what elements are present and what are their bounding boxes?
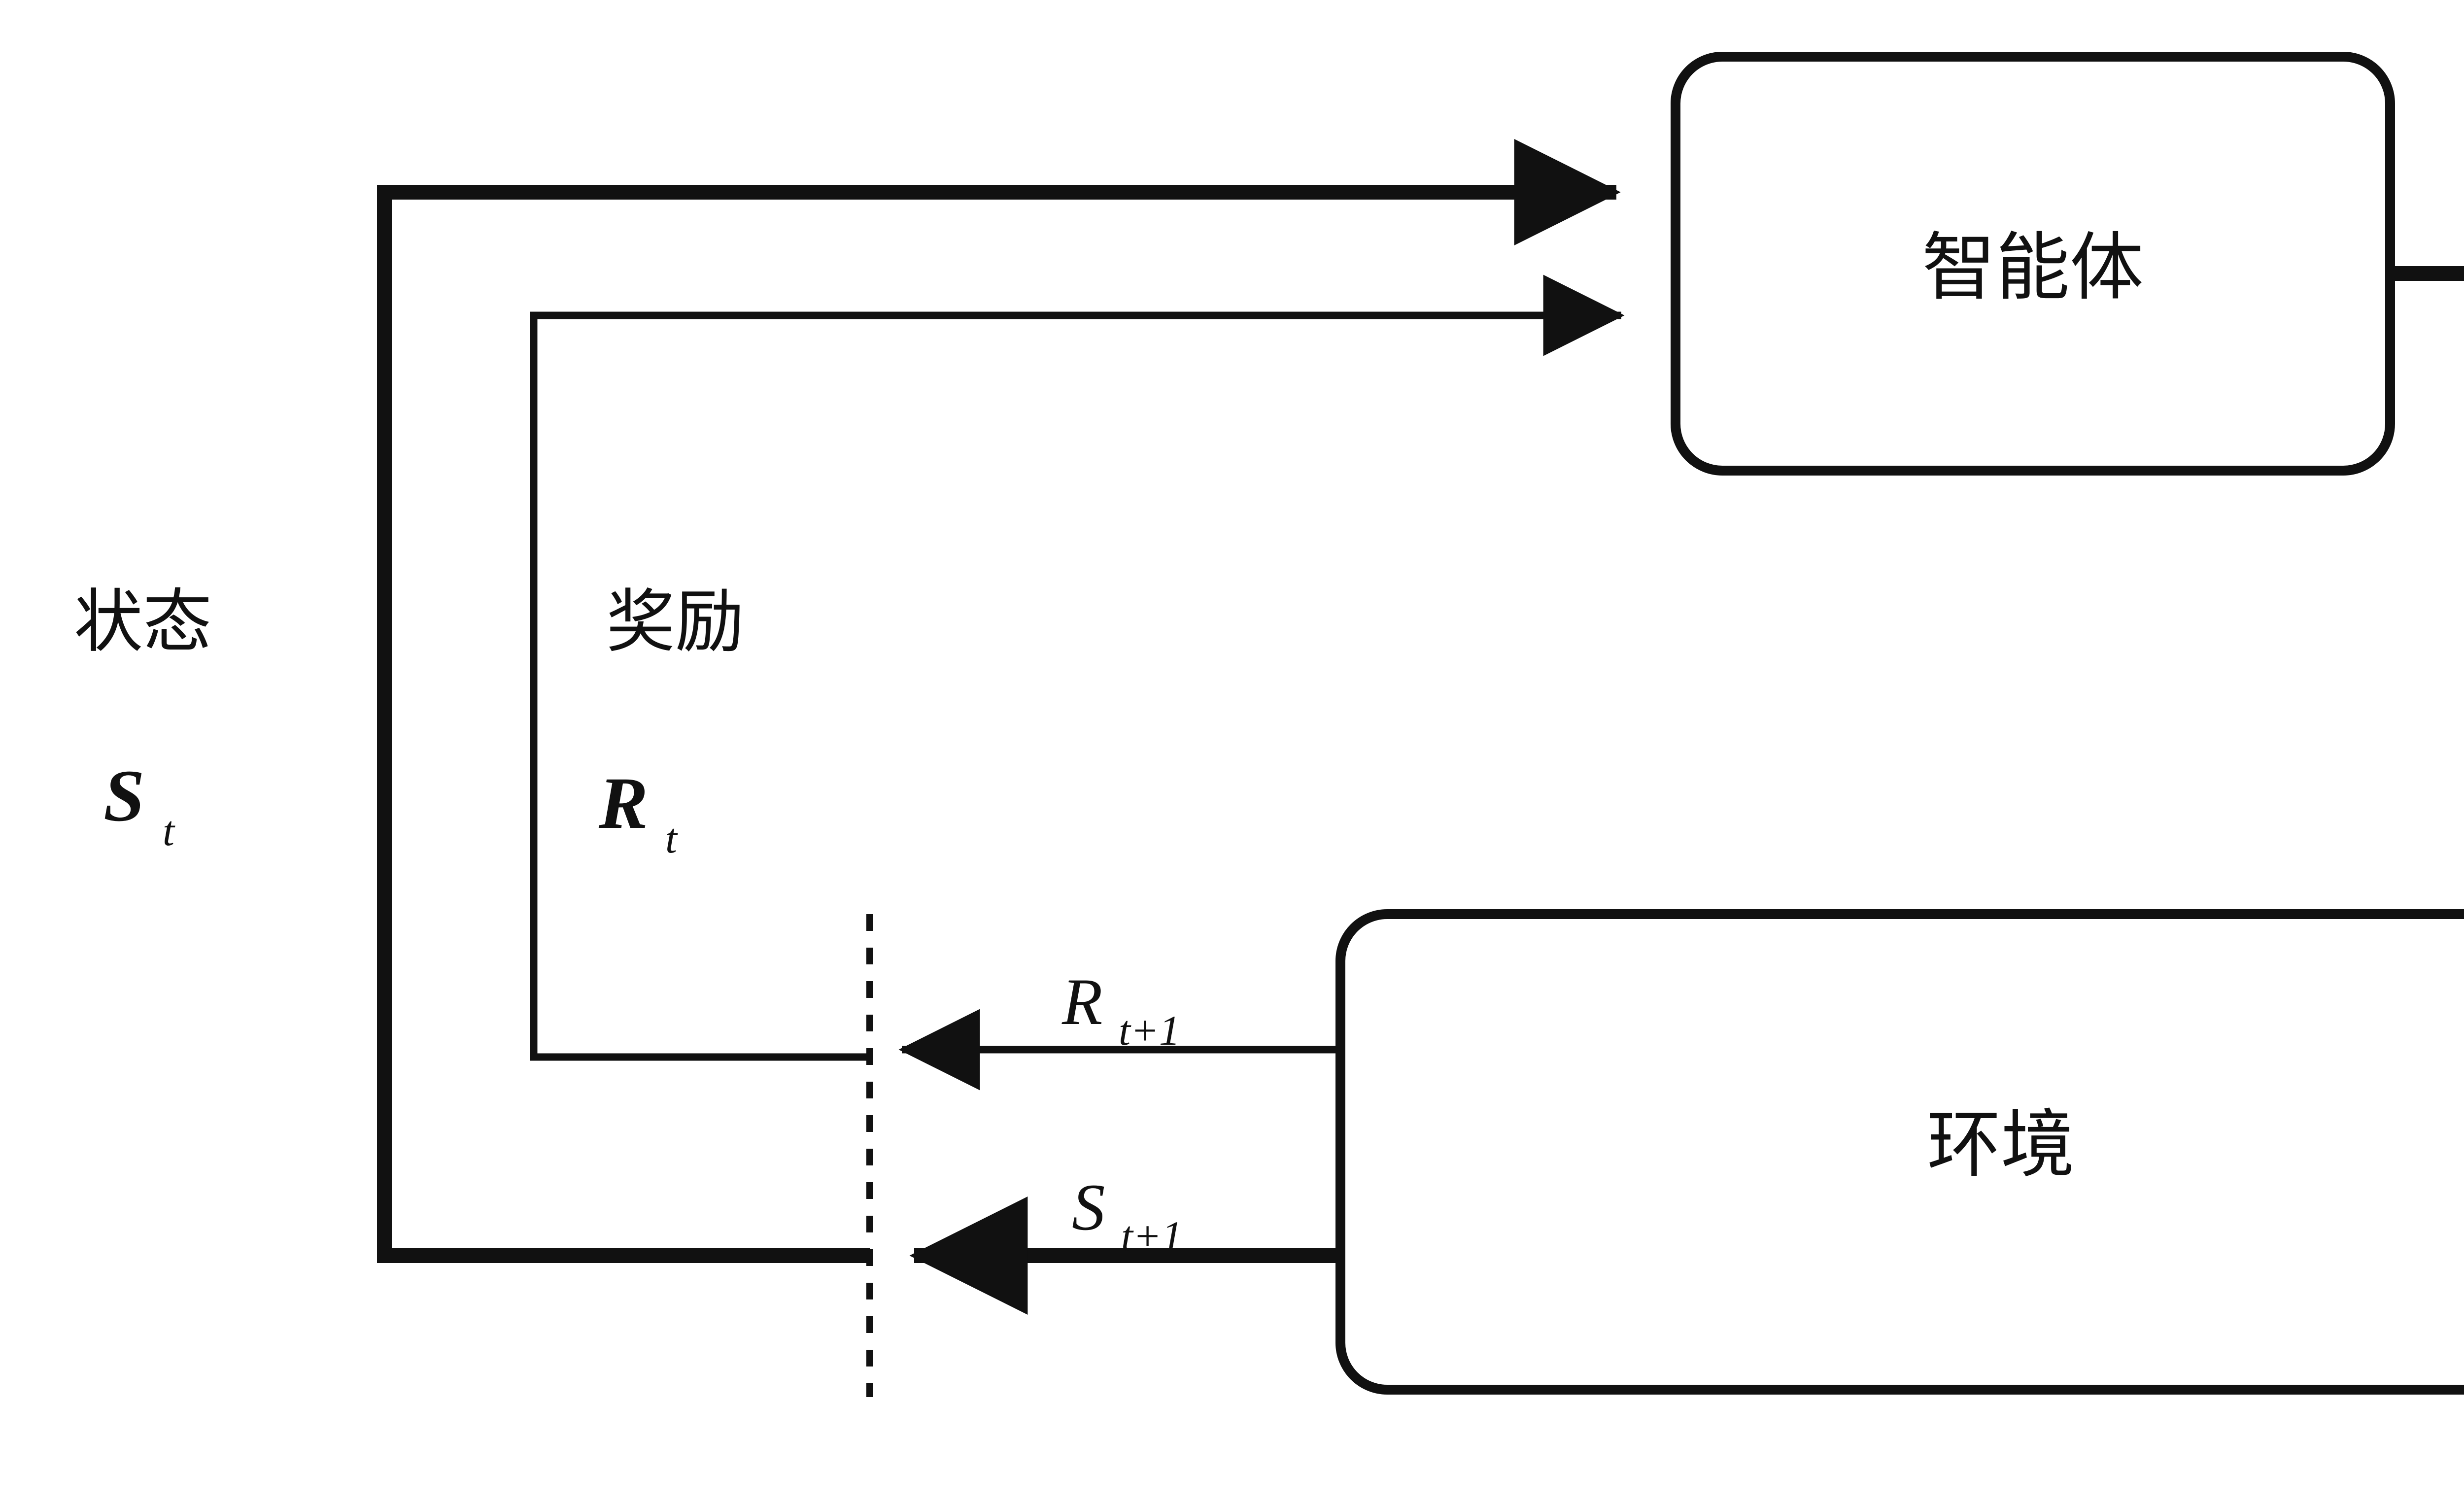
state-next-symbol: S — [1072, 1171, 1105, 1244]
agent-box[interactable] — [1671, 52, 2395, 476]
reward-symbol-subscript: t — [665, 815, 678, 862]
reward-symbol: R — [598, 762, 648, 844]
environment-label: 环境 — [1927, 1104, 2075, 1186]
reward-edge — [530, 274, 1625, 1061]
reward-cjk-label: 奖励 — [606, 584, 744, 661]
environment-node[interactable]: 环境 — [1335, 909, 2464, 1395]
environment-box[interactable] — [1335, 909, 2464, 1395]
agent-label: 智能体 — [1922, 227, 2144, 309]
reward-next-label-group: R t+1 — [1061, 965, 1180, 1054]
reward-edge-path — [530, 274, 1625, 1061]
state-edge-path — [377, 139, 1621, 1263]
reward-next-subscript: t+1 — [1119, 1007, 1180, 1054]
reward-label-group: 奖励 R t — [598, 584, 744, 862]
state-next-subscript: t+1 — [1121, 1212, 1183, 1260]
state-label-group: 状态 S t — [74, 584, 212, 854]
state-cjk-label: 状态 — [74, 584, 212, 661]
state-symbol-subscript: t — [163, 807, 175, 854]
state-next-label-group: S t+1 — [1072, 1171, 1183, 1260]
state-edge — [377, 139, 1621, 1263]
state-symbol: S — [103, 755, 144, 837]
reward-next-symbol: R — [1061, 965, 1102, 1039]
agent-node[interactable]: 智能体 — [1671, 52, 2395, 476]
